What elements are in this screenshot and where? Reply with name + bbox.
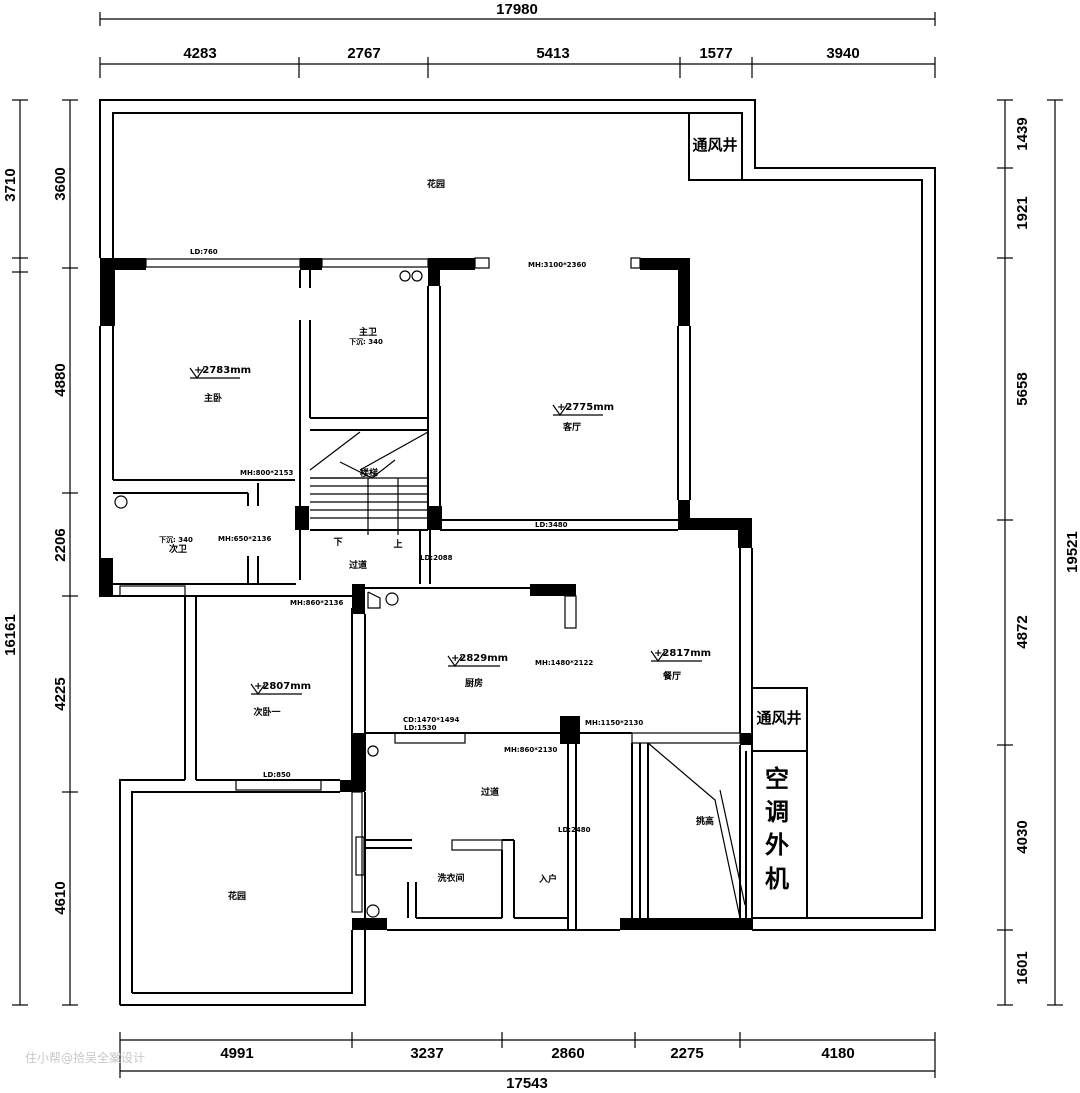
- label-shaft-top: 通风井: [692, 136, 737, 154]
- label-kitchen: 厨房: [465, 677, 483, 689]
- shaft-right-box: [751, 687, 808, 752]
- label-master-bath: 主卫: [359, 326, 377, 338]
- label-stair-up: 上: [393, 538, 402, 550]
- outer-walls: [99, 99, 936, 931]
- annot-mh-dining: MH:1150*2130: [585, 719, 643, 727]
- label-corridor-2: 过道: [481, 786, 499, 798]
- dim-left-inner-3: 2206: [52, 528, 69, 561]
- dim-bottom-5: 4180: [821, 1045, 854, 1062]
- label-garden-top: 花园: [427, 178, 445, 190]
- label-ac-4: 机: [765, 865, 789, 893]
- level-living-room: +2775mm: [557, 402, 614, 413]
- annot-ld-corridor: LD:2088: [420, 554, 453, 562]
- note-second-bath: 下沉: 340: [159, 535, 193, 544]
- dim-top-1: 4283: [183, 45, 216, 62]
- label-balcony: 挑高: [696, 815, 714, 827]
- note-master-bath: 下沉: 340: [349, 337, 383, 346]
- interior-walls: [99, 257, 753, 1006]
- annot-ld-living: LD:3480: [535, 521, 568, 529]
- annot-cd-kitchen: CD:1470*1494: [403, 716, 460, 724]
- label-stair-down: 下: [333, 537, 342, 548]
- level-second-bedroom: +2807mm: [254, 681, 311, 692]
- dim-left-inner-1: 3600: [52, 167, 69, 200]
- dim-right-total: 19521: [1064, 531, 1080, 573]
- dim-top-4: 1577: [699, 45, 732, 62]
- dim-bottom-4: 2275: [670, 1045, 703, 1062]
- annot-mh-bedroom-door: MH:800*2153: [240, 469, 294, 477]
- label-second-bedroom: 次卧一: [253, 706, 280, 718]
- dim-left-inner-4: 4225: [52, 677, 69, 710]
- dim-bottom-3: 2860: [551, 1045, 584, 1062]
- dim-left-inner-2: 4880: [52, 363, 69, 396]
- label-entrance: 入户: [538, 873, 557, 885]
- room-labels: 花园 主卧 主卫 下沉: 340 客厅 楼梯 下 上 下沉: 340 次卫 过道…: [159, 136, 801, 902]
- annot-mh-corridor: MH:860*2130: [504, 746, 558, 754]
- level-kitchen: +2829mm: [451, 653, 508, 664]
- watermark: 住小帮@拾吴全案设计: [25, 1050, 145, 1065]
- annot-mh-bath-door: MH:650*2136: [218, 535, 272, 543]
- dim-bottom-1: 4991: [220, 1045, 253, 1062]
- dim-left-outer-1: 3710: [2, 168, 19, 201]
- dimension-top: 17980 4283 2767 5413 1577 3940: [99, 1, 936, 78]
- dim-bottom-total: 17543: [506, 1075, 548, 1092]
- label-corridor-1: 过道: [349, 559, 367, 571]
- dim-right-5: 4030: [1014, 820, 1031, 853]
- dim-top-3: 5413: [536, 45, 569, 62]
- annot-mh-kitchen: MH:1480*2122: [535, 659, 593, 667]
- dim-right-2: 1921: [1014, 196, 1031, 229]
- dimension-bottom: 4991 3237 2860 2275 4180 17543: [119, 1032, 936, 1092]
- level-markers: +2783mm +2775mm +2829mm +2817mm +2807mm: [189, 365, 711, 696]
- dim-right-1: 1439: [1014, 117, 1031, 150]
- label-ac-3: 外: [765, 831, 789, 859]
- dim-top-2: 2767: [347, 45, 380, 62]
- dimension-right: 1439 1921 5658 4872 4030 1601 19521: [997, 99, 1080, 1006]
- label-master-bedroom: 主卧: [204, 392, 222, 404]
- dim-top-total: 17980: [496, 1, 538, 18]
- label-stairs: 楼梯: [360, 467, 378, 479]
- dim-left-inner-5: 4610: [52, 881, 69, 914]
- annot-ld-top: LD:760: [190, 248, 218, 256]
- annot-ld-kitchen: LD:1530: [404, 724, 437, 732]
- dim-right-4: 4872: [1014, 615, 1031, 648]
- annot-ld-entrance: LD:2480: [558, 826, 591, 834]
- annot-mh-bedroom2-door: MH:860*2136: [290, 599, 344, 607]
- dim-right-3: 5658: [1014, 372, 1031, 405]
- label-shaft-right: 通风井: [756, 709, 801, 727]
- label-laundry: 洗衣间: [437, 872, 464, 884]
- level-dining-room: +2817mm: [654, 648, 711, 659]
- dim-top-5: 3940: [826, 45, 859, 62]
- level-master-bedroom: +2783mm: [194, 365, 251, 376]
- shaft-top-box: [688, 112, 743, 181]
- label-second-bath: 次卫: [169, 543, 187, 555]
- opening-annotations: LD:760 MH:3100*2360 MH:800*2153 MH:650*2…: [190, 248, 643, 834]
- dim-right-6: 1601: [1014, 951, 1031, 984]
- label-living-room: 客厅: [562, 421, 581, 433]
- label-dining-room: 餐厅: [662, 670, 681, 682]
- dim-bottom-2: 3237: [410, 1045, 443, 1062]
- dim-left-outer-2: 16161: [2, 614, 19, 656]
- label-ac-2: 调: [765, 798, 789, 826]
- annot-mh-living: MH:3100*2360: [528, 261, 586, 269]
- label-garden-bottom: 花园: [228, 890, 246, 902]
- dimension-left: 3710 16161 3600 4880 2206 4225 4610: [2, 99, 78, 1006]
- annot-ld-bedroom2: LD:850: [263, 771, 291, 779]
- label-ac-1: 空: [765, 765, 789, 793]
